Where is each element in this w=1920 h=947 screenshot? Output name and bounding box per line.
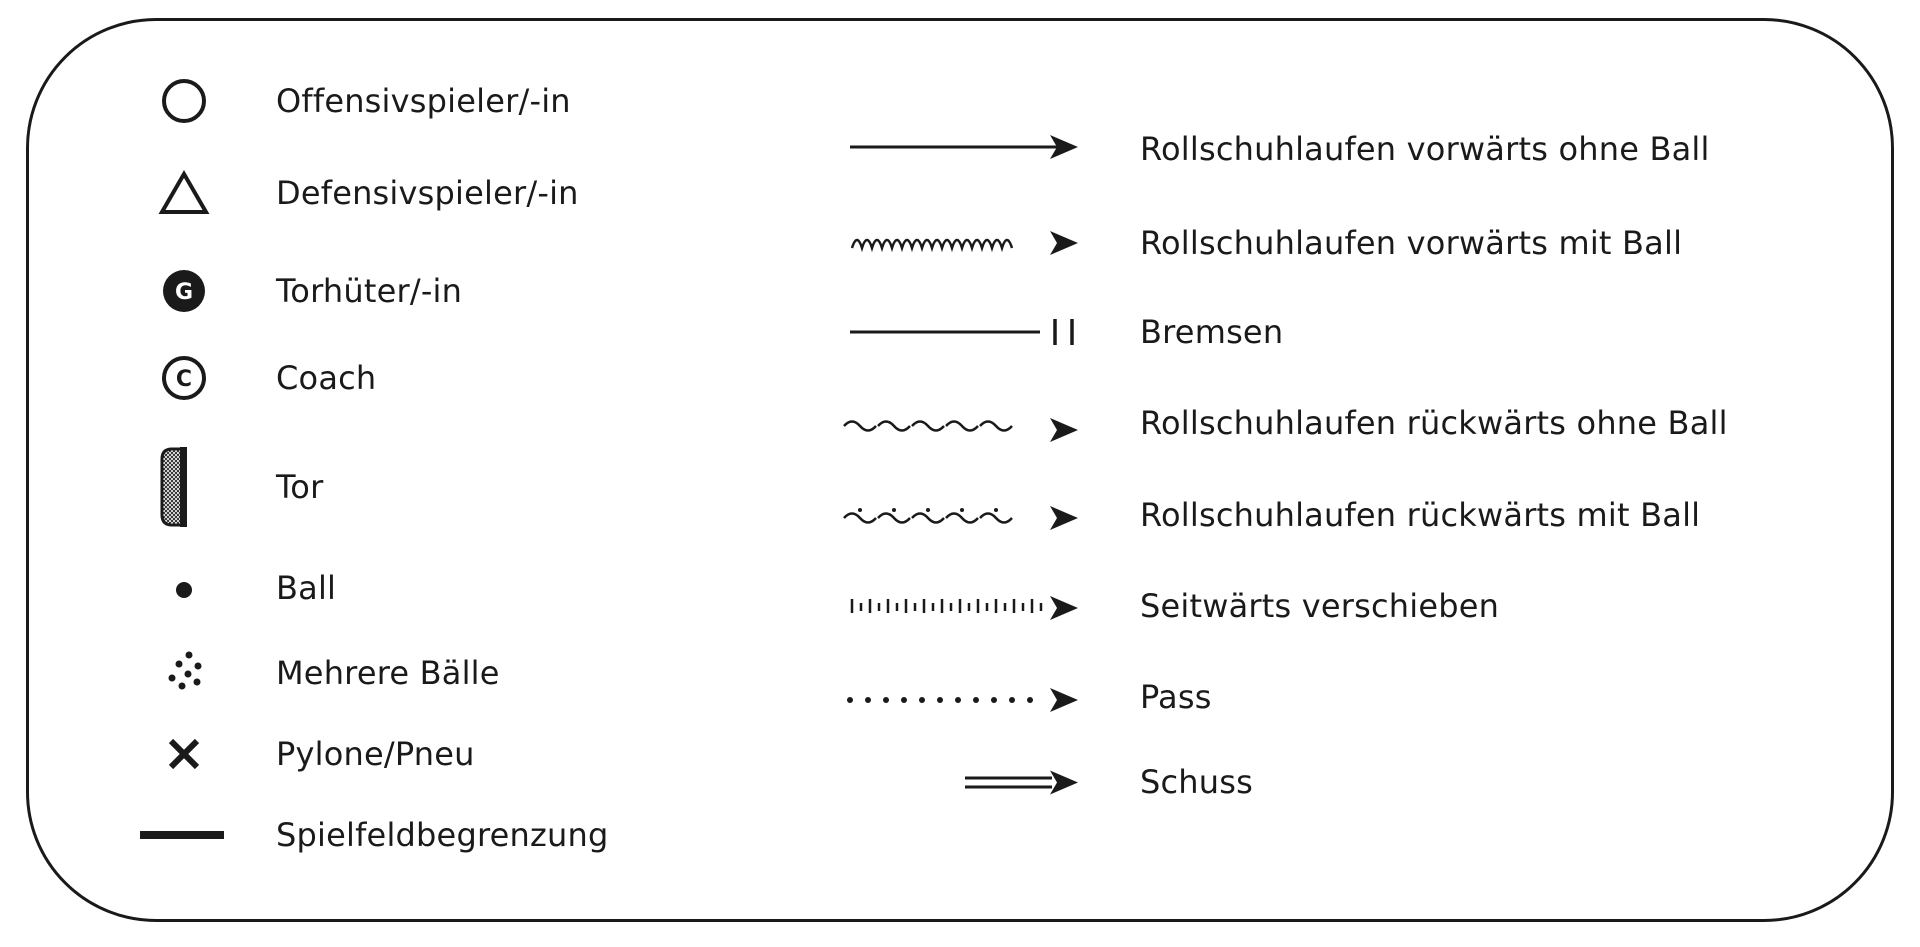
legend-item-brake: Bremsen <box>840 297 1880 367</box>
legend-item-boundary: Spielfeldbegrenzung <box>120 800 680 870</box>
legend-frame <box>26 18 1894 922</box>
goalkeeper-g-icon: G <box>120 256 250 326</box>
legend-item-coach: C Coach <box>120 343 680 413</box>
legend-item-skate-backward-with-ball: Rollschuhlaufen rückwärts mit Ball <box>840 480 1880 550</box>
legend-item-shot: Schuss <box>840 747 1880 817</box>
legend-label: Pass <box>1140 678 1212 716</box>
coach-glyph: C <box>176 367 192 392</box>
legend-label: Ball <box>276 569 337 607</box>
legend-item-skate-backward-no-ball: Rollschuhlaufen rückwärts ohne Ball <box>840 388 1880 458</box>
double-line-arrow-icon <box>840 747 1090 817</box>
legend-label: Pylone/Pneu <box>276 735 475 773</box>
legend-label: Rollschuhlaufen rückwärts ohne Ball <box>1140 404 1728 442</box>
legend-label: Defensivspieler/-in <box>276 174 579 212</box>
ball-dot-icon <box>120 553 250 623</box>
coach-c-icon: C <box>120 343 250 413</box>
circle-outline-icon <box>120 66 250 136</box>
legend-item-defensive-player: Defensivspieler/-in <box>120 158 680 228</box>
goal-net-icon <box>120 445 250 529</box>
legend-label: Rollschuhlaufen vorwärts ohne Ball <box>1140 130 1710 168</box>
legend-label: Rollschuhlaufen vorwärts mit Ball <box>1140 224 1683 262</box>
legend-label: Seitwärts verschieben <box>1140 587 1500 625</box>
legend-item-goal: Tor <box>120 445 680 529</box>
triangle-outline-icon <box>120 158 250 228</box>
goalkeeper-glyph: G <box>175 280 193 305</box>
legend-item-ball: Ball <box>120 553 680 623</box>
legend-item-skate-forward-with-ball: Rollschuhlaufen vorwärts mit Ball <box>840 208 1880 278</box>
legend-item-multiple-balls: Mehrere Bälle <box>120 638 680 708</box>
backward-wave-arrow-icon <box>840 388 1090 458</box>
legend-item-skate-forward-no-ball: Rollschuhlaufen vorwärts ohne Ball <box>840 114 1880 184</box>
sideways-ticks-arrow-icon <box>840 571 1090 641</box>
legend-label: Spielfeldbegrenzung <box>276 816 609 854</box>
legend-item-pass: Pass <box>840 662 1880 732</box>
legend-label: Offensivspieler/-in <box>276 82 571 120</box>
legend-label: Coach <box>276 359 377 397</box>
legend-item-pylon: Pylone/Pneu <box>120 719 680 789</box>
legend-label: Bremsen <box>1140 313 1284 351</box>
brake-line-icon <box>840 297 1090 367</box>
wavy-arrow-icon <box>840 208 1090 278</box>
legend-item-sideways-shift: Seitwärts verschieben <box>840 571 1880 641</box>
boundary-line-icon <box>120 800 250 870</box>
cross-icon <box>120 719 250 789</box>
solid-arrow-icon <box>840 114 1090 184</box>
multiple-balls-icon <box>120 638 250 708</box>
legend-label: Mehrere Bälle <box>276 654 500 692</box>
legend-item-offensive-player: Offensivspieler/-in <box>120 66 680 136</box>
legend-label: Schuss <box>1140 763 1254 801</box>
legend-label: Rollschuhlaufen rückwärts mit Ball <box>1140 496 1701 534</box>
legend-label: Tor <box>276 468 324 506</box>
dotted-arrow-icon <box>840 662 1090 732</box>
backward-wave-dots-arrow-icon <box>840 480 1090 550</box>
legend-label: Torhüter/-in <box>276 272 463 310</box>
legend-item-goalkeeper: G Torhüter/-in <box>120 256 680 326</box>
